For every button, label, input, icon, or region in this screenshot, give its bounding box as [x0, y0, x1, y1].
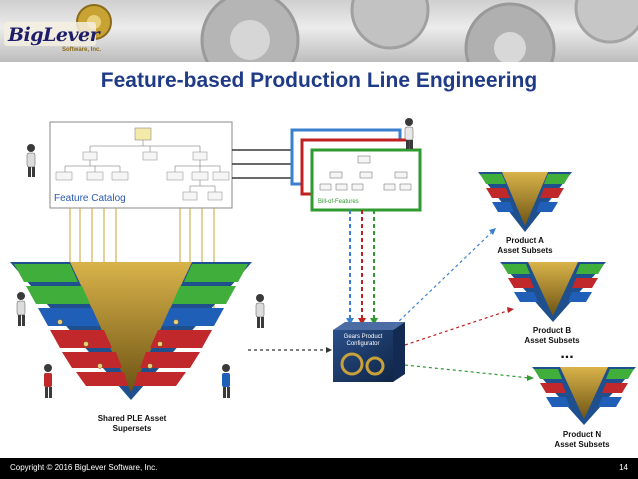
logo-main-text: BigLever	[8, 24, 100, 46]
bof-to-configurator-lines	[349, 210, 375, 318]
product-a-label: Product A Asset Subsets	[485, 236, 565, 256]
ellipsis: ...	[560, 345, 574, 362]
product-b-line1: Product B	[532, 326, 572, 335]
supersets-label: Shared PLE Asset Supersets	[80, 414, 184, 434]
superset-to-configurator-arrow	[248, 347, 332, 353]
product-n-line1: Product N	[562, 430, 602, 439]
product-b-funnel[interactable]	[500, 262, 606, 322]
product-arrowheads	[489, 228, 534, 381]
diagram-canvas: Feature Catalog Bill-of-Features	[10, 118, 636, 425]
company-logo[interactable]: BigLever Software, Inc.	[2, 2, 112, 58]
logo-emblem	[4, 4, 112, 46]
person-icon	[404, 118, 414, 149]
gears-background	[200, 0, 638, 62]
product-a-funnel[interactable]	[478, 172, 572, 232]
logo-sub-text: Software, Inc.	[62, 47, 102, 53]
supersets-label-line1: Shared PLE Asset	[97, 414, 167, 423]
header-banner: BigLever Software, Inc.	[0, 0, 638, 62]
slide-title: Feature-based Production Line Engineerin…	[100, 69, 538, 92]
shared-superset-funnel[interactable]	[10, 262, 252, 400]
feature-catalog-label: Feature Catalog	[54, 193, 126, 204]
person-icon	[16, 292, 26, 326]
person-icon	[222, 364, 230, 398]
bof-arrowheads	[346, 318, 378, 325]
person-icon	[44, 364, 52, 398]
product-b-label: Product B Asset Subsets	[512, 326, 592, 346]
feature-catalog[interactable]: Feature Catalog	[49, 121, 233, 209]
person-icon	[255, 294, 265, 328]
page-number: 14	[619, 463, 628, 472]
product-b-line2: Asset Subsets	[524, 336, 580, 345]
product-n-funnel[interactable]	[532, 367, 636, 425]
bill-of-features-label: Bill-of-Features	[318, 199, 359, 205]
product-n-label: Product N Asset Subsets	[542, 430, 622, 450]
product-configurator[interactable]: Gears Product Configurator	[333, 322, 405, 382]
footer-bar: Copyright © 2016 BigLever Software, Inc.…	[0, 458, 638, 479]
copyright-text: Copyright © 2016 BigLever Software, Inc.	[10, 463, 158, 472]
product-a-line1: Product A	[506, 236, 544, 245]
configurator-to-products-arrows	[394, 231, 531, 379]
supersets-label-line2: Supersets	[112, 424, 152, 433]
bill-of-features-stack[interactable]: Bill-of-Features	[290, 128, 422, 212]
person-icon	[26, 144, 36, 177]
product-n-line2: Asset Subsets	[554, 440, 610, 449]
configurator-label-2: Configurator	[346, 341, 379, 347]
product-a-line2: Asset Subsets	[497, 246, 553, 255]
configurator-label-1: Gears Product	[344, 334, 383, 340]
